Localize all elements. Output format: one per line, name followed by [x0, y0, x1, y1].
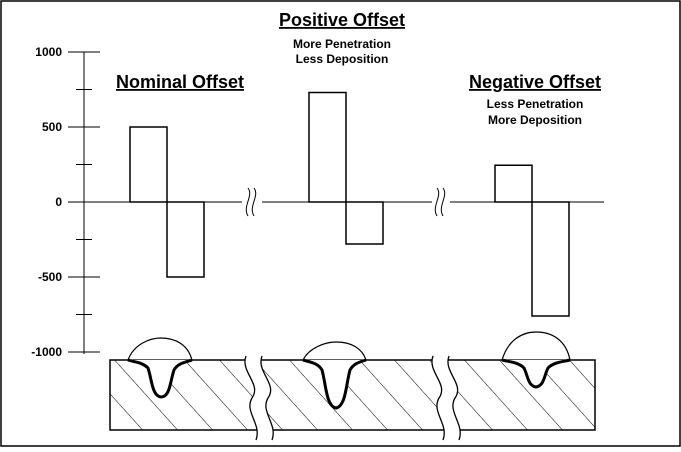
bar-nominal-offset-positive: [129, 126, 168, 203]
y-axis-ticks: 1000 500 0 -500 -1000: [31, 45, 100, 359]
positive-offset-line-2: Less Deposition: [296, 52, 389, 66]
base-metal-plate: [109, 359, 596, 431]
y-tick-label: -1000: [31, 345, 62, 359]
bar-negative-offset-negative: [531, 201, 570, 317]
bars: [129, 91, 570, 317]
positive-offset-title: Positive Offset: [279, 10, 405, 30]
axis-break-symbol-2: [434, 187, 446, 217]
bar-positive-offset-positive: [308, 91, 347, 203]
plate-break-gap-1: [244, 356, 274, 440]
nominal-offset-title: Nominal Offset: [116, 72, 244, 92]
bar-negative-offset-positive: [494, 164, 533, 203]
bar-positive-offset-negative: [345, 201, 384, 245]
axis-break-symbol-1: [245, 187, 257, 217]
y-tick-label: -500: [38, 270, 62, 284]
bar-nominal-offset-negative: [166, 201, 205, 278]
negative-offset-line-2: More Deposition: [488, 113, 582, 127]
weld-bead-nominal: [127, 337, 193, 399]
y-tick-label: 500: [42, 120, 62, 134]
negative-offset-line-1: Less Penetration: [487, 97, 584, 111]
weld-bead-negative: [501, 331, 571, 389]
weld-bead-positive: [302, 341, 367, 410]
y-tick-label: 0: [55, 195, 62, 209]
y-tick-label: 1000: [35, 45, 62, 59]
weld-cross-section: [109, 331, 596, 441]
plate-break-gap-2: [431, 356, 461, 440]
positive-offset-line-1: More Penetration: [293, 37, 391, 51]
negative-offset-title: Negative Offset: [469, 72, 601, 92]
